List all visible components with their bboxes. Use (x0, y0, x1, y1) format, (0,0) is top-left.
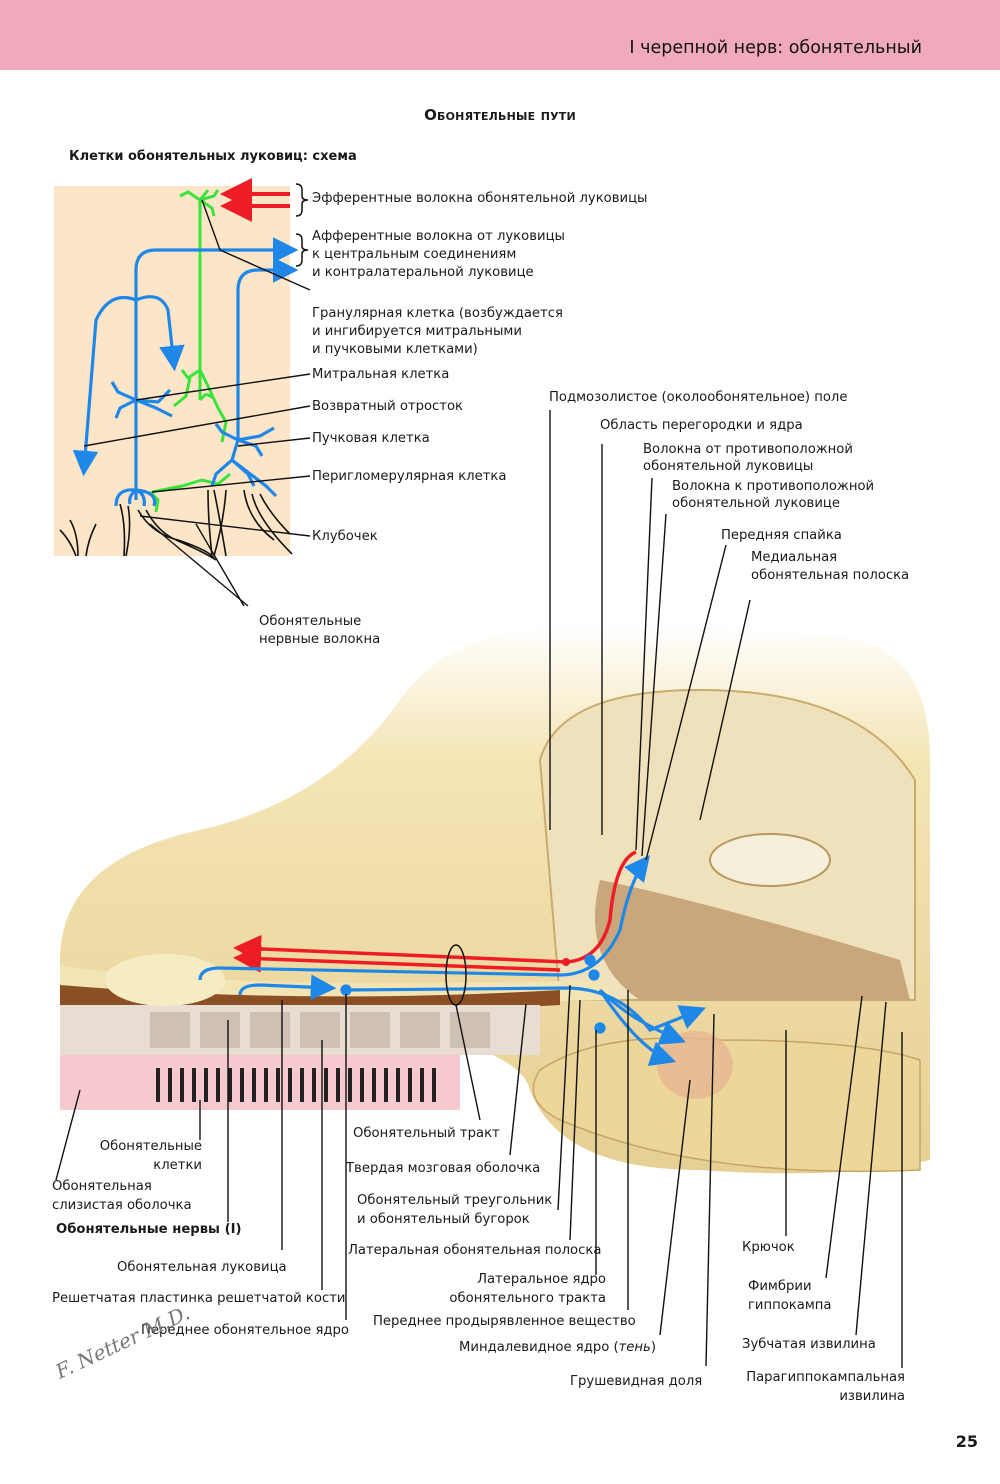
label-fimbria-1: Фимбрии (748, 1279, 812, 1294)
label-olfactory-mucosa-1: Обонятельная (52, 1179, 152, 1194)
label-olfactory-nerves: Обонятельные нервы (I) (56, 1222, 242, 1237)
label-uncus: Крючок (742, 1240, 795, 1255)
label-from-contralateral-2: обонятельной луковицы (643, 459, 814, 474)
olfactory-cells (156, 1068, 436, 1102)
label-granular-cell-1: Гранулярная клетка (возбуждается (312, 306, 563, 321)
efferent-fibers (220, 178, 290, 222)
page-title: Обонятельные пути (424, 106, 576, 124)
label-mitral-cell: Митральная клетка (312, 367, 450, 382)
label-dura-mater: Твердая мозговая оболочка (346, 1161, 541, 1176)
label-to-contralateral-1: Волокна к противоположной (672, 479, 875, 494)
label-amygdala: Миндалевидное ядро (тень) (459, 1339, 656, 1357)
label-glomerulus: Клубочек (312, 529, 378, 544)
label-tufted-cell: Пучковая клетка (312, 431, 430, 446)
label-medial-stria-2: обонятельная полоска (751, 568, 910, 583)
label-dentate-gyrus: Зубчатая извилина (742, 1337, 876, 1352)
inset-braces (295, 183, 309, 267)
label-piriform-lobe: Грушевидная доля (570, 1374, 703, 1389)
afferent-tract-fibers (198, 855, 706, 1067)
label-efferent-fibers: Эфферентные волокна обонятельной луковиц… (312, 191, 648, 206)
label-lateral-nucleus-1: Латеральное ядро (477, 1272, 606, 1287)
label-olfactory-cells-2: клетки (153, 1158, 202, 1173)
brain-section (60, 624, 930, 1174)
label-afferent-fibers-1: Афферентные волокна от луковицы (312, 229, 565, 244)
amygdala-note: тень (618, 1340, 651, 1355)
label-fimbria-2: гиппокампа (748, 1298, 832, 1313)
inset-schema (54, 178, 311, 607)
label-lateral-nucleus-2: обонятельного тракта (449, 1291, 606, 1306)
amygdala-text: Миндалевидное ядро ( (459, 1340, 619, 1355)
label-afferent-fibers-3: и контралатеральной луковице (312, 265, 534, 280)
label-olfactory-nerve-fibers-1: Обонятельные (259, 614, 362, 629)
label-to-contralateral-2: обонятельной луковице (672, 496, 840, 511)
inset-leader-lines (83, 199, 311, 607)
label-olfactory-trigone-2: и обонятельный бугорок (357, 1212, 530, 1227)
label-cribriform-plate: Решетчатая пластинка решетчатой кости (52, 1291, 346, 1306)
chapter-title: I черепной нерв: обонятельный (629, 38, 922, 58)
amygdala-shadow (657, 1031, 733, 1099)
label-lateral-stria: Латеральная обонятельная полоска (348, 1243, 602, 1258)
olfactory-mucosa (60, 1055, 460, 1110)
amygdala-close: ) (650, 1340, 656, 1355)
inset-title: Клетки обонятельных луковиц: схема (69, 149, 357, 164)
label-septal-area: Область перегородки и ядра (600, 418, 803, 433)
label-from-contralateral-1: Волокна от противоположной (643, 442, 853, 457)
label-subcallosal-area: Подмозолистое (околообонятельное) поле (549, 390, 848, 405)
cribriform-plate-blocks (150, 1012, 490, 1048)
mitral-and-tufted-cells (72, 237, 299, 507)
label-anterior-perforated-substance: Переднее продырявленное вещество (373, 1314, 636, 1329)
olfactory-nerve-fibers (59, 489, 293, 561)
label-anterior-commissure: Передняя спайка (721, 528, 842, 543)
label-parahippocampal-2: извилина (839, 1389, 905, 1404)
label-olfactory-tract: Обонятельный тракт (353, 1126, 500, 1141)
page-header: I черепной нерв: обонятельный (0, 0, 1000, 70)
page-number: 25 (955, 1432, 978, 1451)
label-granular-cell-3: и пучковыми клетками) (312, 342, 478, 357)
olfactory-bulb (105, 954, 225, 1006)
label-periglomerular-cell: Перигломерулярная клетка (312, 469, 507, 484)
label-anterior-olfactory-nucleus: Переднее обонятельное ядро (141, 1323, 349, 1338)
label-olfactory-trigone-1: Обонятельный треугольник (357, 1193, 553, 1208)
label-olfactory-cells-1: Обонятельные (99, 1139, 202, 1154)
label-olfactory-nerve-fibers-2: нервные волокна (259, 632, 381, 647)
label-recurrent-process: Возвратный отросток (312, 399, 463, 414)
label-afferent-fibers-2: к центральным соединениям (312, 247, 517, 262)
label-granular-cell-2: и ингибируется митральными (312, 324, 522, 339)
main-leader-lines (55, 410, 903, 1368)
label-medial-stria-1: Медиальная (751, 550, 838, 565)
label-olfactory-bulb: Обонятельная луковица (117, 1260, 287, 1275)
label-parahippocampal-1: Парагиппокампальная (746, 1370, 905, 1385)
label-olfactory-mucosa-2: слизистая оболочка (52, 1198, 192, 1213)
